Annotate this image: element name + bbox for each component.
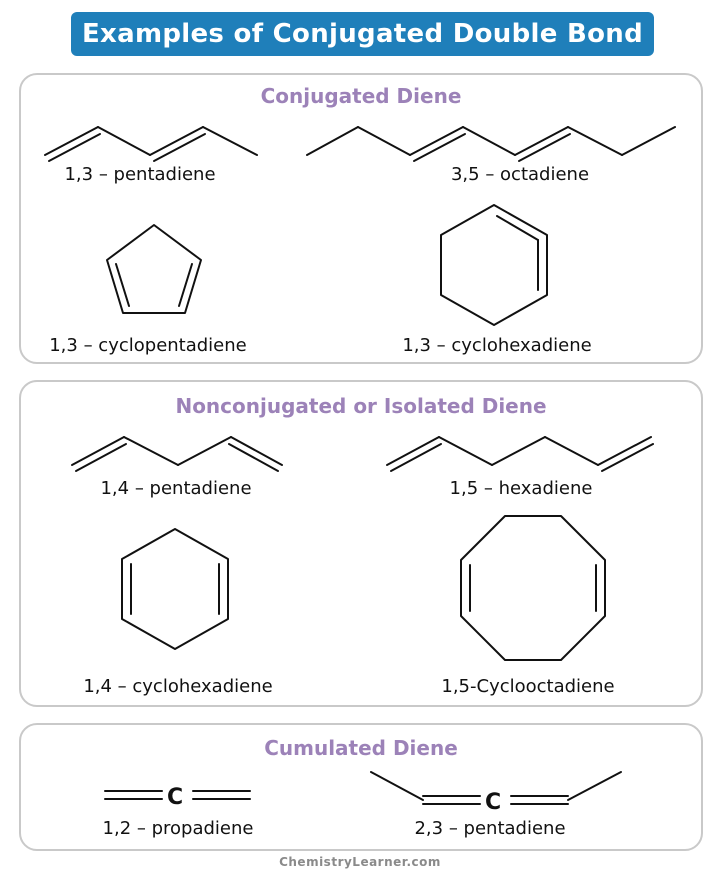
molecule-label: 2,3 – pentadiene	[414, 818, 566, 839]
carbon-atom-label: C	[485, 790, 501, 815]
conjugated-diene-panel: Conjugated Diene	[19, 73, 703, 364]
section-heading: Nonconjugated or Isolated Diene	[175, 394, 547, 418]
section-heading: Cumulated Diene	[264, 736, 458, 760]
hexadiene-15-structure	[383, 432, 658, 477]
cyclohexadiene-14-structure	[118, 524, 238, 654]
pentadiene-23-structure: C	[368, 768, 628, 815]
molecule-label: 1,2 – propadiene	[102, 818, 254, 839]
carbon-atom-label: C	[167, 785, 183, 810]
propadiene-structure: C	[102, 782, 252, 812]
molecule-label: 3,5 – octadiene	[450, 164, 590, 185]
cyclooctadiene-structure	[455, 512, 615, 667]
cyclopentadiene-structure	[102, 220, 212, 320]
cyclohexadiene-13-structure	[437, 200, 557, 330]
molecule-label: 1,3 – pentadiene	[64, 164, 216, 185]
molecule-label: 1,5 – hexadiene	[449, 478, 593, 499]
source-footer: ChemistryLearner.com	[279, 855, 441, 869]
section-heading: Conjugated Diene	[260, 84, 462, 108]
molecule-label: 1,4 – pentadiene	[100, 478, 252, 499]
nonconjugated-diene-panel: Nonconjugated or Isolated Diene	[19, 380, 703, 707]
molecule-label: 1,3 – cyclohexadiene	[402, 335, 592, 356]
molecule-label: 1,4 – cyclohexadiene	[83, 676, 273, 697]
pentadiene-13-structure	[40, 115, 270, 165]
page-title: Examples of Conjugated Double Bond	[71, 12, 654, 56]
molecule-label: 1,3 – cyclopentadiene	[49, 335, 247, 356]
cumulated-diene-panel: Cumulated Diene	[19, 723, 703, 851]
octadiene-35-structure	[305, 115, 685, 165]
molecule-label: 1,5-Cyclooctadiene	[441, 676, 615, 697]
pentadiene-14-structure	[68, 432, 293, 477]
